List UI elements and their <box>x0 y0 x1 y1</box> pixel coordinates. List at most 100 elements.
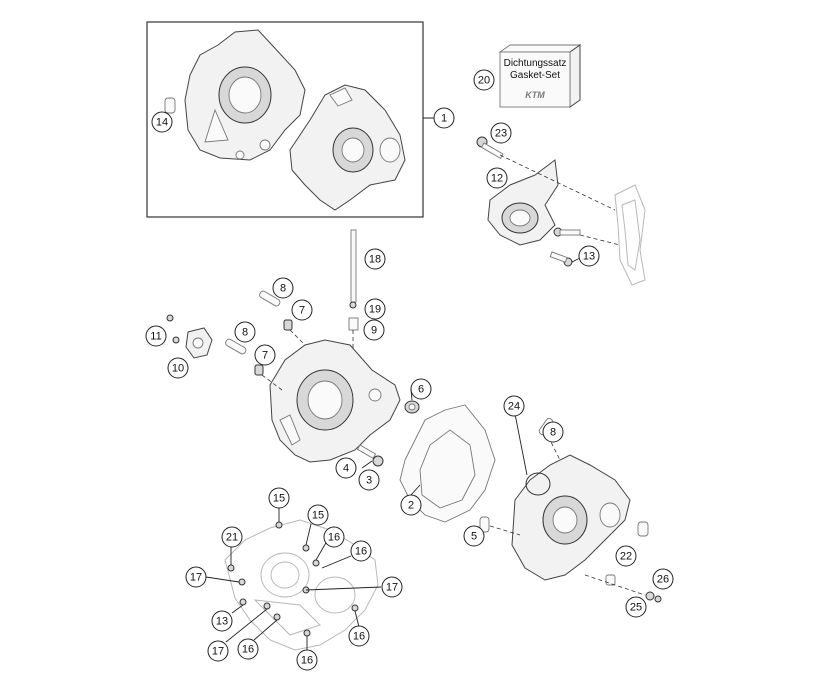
callout-number: 7 <box>262 350 268 362</box>
callout-number: 6 <box>418 384 424 396</box>
cover-plate-10 <box>185 327 213 359</box>
gasket-set-label-de: Dichtungssatz <box>504 58 567 69</box>
callout-circle <box>296 649 318 671</box>
callout-labels: 1234567788891011121313141515161616161617… <box>145 69 674 671</box>
callout-number: 20 <box>478 75 490 87</box>
callout-circle <box>291 299 313 321</box>
callout-number: 17 <box>190 572 202 584</box>
callout-circle <box>207 640 229 662</box>
crankcase-left-top <box>184 29 306 161</box>
callout-circle <box>211 610 233 632</box>
callout-number: 25 <box>630 602 642 614</box>
pin-8-left-a <box>259 290 281 307</box>
callout-number: 19 <box>369 304 381 316</box>
callout-circle <box>433 107 455 129</box>
pin-22 <box>637 521 649 537</box>
callout-number: 8 <box>280 283 286 295</box>
callout-circle <box>145 325 167 347</box>
callout-c12: 12 <box>486 167 508 189</box>
callout-c15b: 15 <box>307 504 329 526</box>
callout-circle <box>350 540 372 562</box>
callout-c9: 9 <box>363 319 385 341</box>
callout-c2: 2 <box>400 494 422 516</box>
pin-8-left-b <box>225 338 247 355</box>
callout-c20: 20 <box>473 69 495 91</box>
callout-circle <box>364 298 386 320</box>
callout-c26: 26 <box>652 568 674 590</box>
callout-c17b: 17 <box>381 576 403 598</box>
callout-circle <box>652 568 674 590</box>
brand-logo: KTM <box>525 90 545 100</box>
callout-c16b: 16 <box>350 540 372 562</box>
callout-circle <box>335 457 357 479</box>
callout-number: 13 <box>583 251 595 263</box>
bushing-7-b <box>254 364 264 376</box>
callout-number: 12 <box>491 173 503 185</box>
callout-circle <box>364 248 386 270</box>
callout-circle <box>237 638 259 660</box>
bolt-13-top <box>553 227 581 237</box>
callout-c10: 10 <box>167 357 189 379</box>
bolt-23 <box>476 136 504 159</box>
bushing-7-a <box>283 319 293 331</box>
callout-c15a: 15 <box>268 487 290 509</box>
dowel-pin-14 <box>164 97 176 114</box>
callout-circle <box>221 526 243 548</box>
bolt-3-4 <box>356 444 384 467</box>
callout-number: 7 <box>299 305 305 317</box>
callout-number: 16 <box>301 655 313 667</box>
callout-c13b: 13 <box>211 610 233 632</box>
callout-c23: 23 <box>490 122 512 144</box>
callout-number: 21 <box>226 532 238 544</box>
callout-circle <box>381 576 403 598</box>
callout-circle <box>486 167 508 189</box>
callout-circle <box>625 596 647 618</box>
callout-circle <box>323 526 345 548</box>
callout-c25: 25 <box>625 596 647 618</box>
callout-number: 8 <box>550 427 556 439</box>
callout-c6: 6 <box>410 378 432 400</box>
pin-5 <box>479 516 490 533</box>
crankcase-right-main <box>511 454 631 581</box>
callout-circle <box>167 357 189 379</box>
callout-c13a: 13 <box>578 245 600 267</box>
callout-number: 11 <box>150 331 161 343</box>
callout-circle <box>542 421 564 443</box>
callout-circle <box>234 321 256 343</box>
callout-number: 8 <box>242 327 248 339</box>
callout-circle <box>358 469 380 491</box>
crankcase-right-top <box>289 84 406 211</box>
callout-number: 5 <box>471 531 477 543</box>
callout-number: 24 <box>508 401 520 413</box>
callout-c17a: 17 <box>185 566 207 588</box>
bolt-13-bottom <box>549 251 573 267</box>
callout-c19: 19 <box>364 298 386 320</box>
washer-25-26 <box>645 591 662 603</box>
callout-c7a: 7 <box>291 299 313 321</box>
callout-circle <box>363 319 385 341</box>
callout-circle <box>254 344 276 366</box>
callout-c8a: 8 <box>272 277 294 299</box>
callout-c24: 24 <box>503 395 525 417</box>
callout-number: 26 <box>657 574 669 586</box>
callout-number: 17 <box>386 582 398 594</box>
gasket-2 <box>399 404 496 523</box>
callout-number: 3 <box>366 475 372 487</box>
callout-c8b: 8 <box>234 321 256 343</box>
callout-c4: 4 <box>335 457 357 479</box>
callout-number: 2 <box>408 500 414 512</box>
callout-number: 15 <box>312 510 324 522</box>
callout-c22: 22 <box>615 545 637 567</box>
callout-circle <box>268 487 290 509</box>
gasket-set-box: Dichtungssatz Gasket-Set KTM <box>498 44 582 108</box>
callout-c8c: 8 <box>542 421 564 443</box>
ghost-crankcase-bottom <box>224 519 379 651</box>
callout-number: 16 <box>353 631 365 643</box>
callout-circle <box>578 245 600 267</box>
callout-circle <box>473 69 495 91</box>
crankcase-left-main <box>269 339 401 463</box>
callout-number: 17 <box>212 646 224 658</box>
callout-circle <box>615 545 637 567</box>
callout-circle <box>410 378 432 400</box>
